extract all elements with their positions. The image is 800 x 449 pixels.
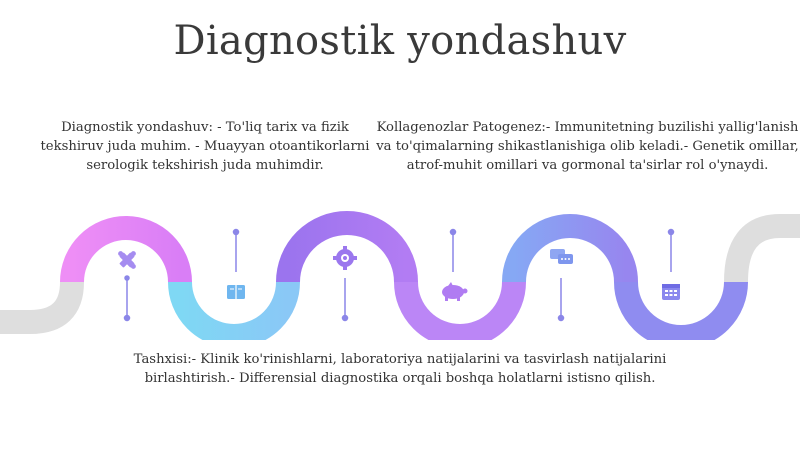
- timeline-wave: [0, 211, 800, 340]
- wave-segment-cyan: [168, 281, 300, 340]
- text-block-pathogenesis: Kollagenozlar Patogenez:- Immunitetning …: [376, 120, 799, 173]
- book-icon: [227, 285, 245, 299]
- wave-segment-gray-right: [724, 214, 800, 283]
- wave-segment-purple: [276, 211, 418, 283]
- puzzle-icon: [118, 251, 136, 269]
- text-block-diagnosis: Tashxisi:- Klinik ko'rinishlarni, labora…: [133, 352, 667, 386]
- chat-icon: [550, 249, 573, 264]
- wave-segment-gray-left: [0, 281, 84, 334]
- wave-segment-blue: [502, 214, 638, 283]
- wave-segment-pink: [60, 216, 192, 283]
- calendar-icon: [662, 284, 680, 300]
- gear-icon: [333, 246, 357, 270]
- wave-segment-indigo: [614, 281, 748, 340]
- wave-segment-violet: [394, 281, 526, 340]
- page-title: Diagnostik yondashuv: [173, 18, 627, 64]
- piggy-bank-icon: [442, 282, 468, 301]
- text-block-diagnostic-approach: Diagnostik yondashuv: - To'liq tarix va …: [40, 120, 370, 173]
